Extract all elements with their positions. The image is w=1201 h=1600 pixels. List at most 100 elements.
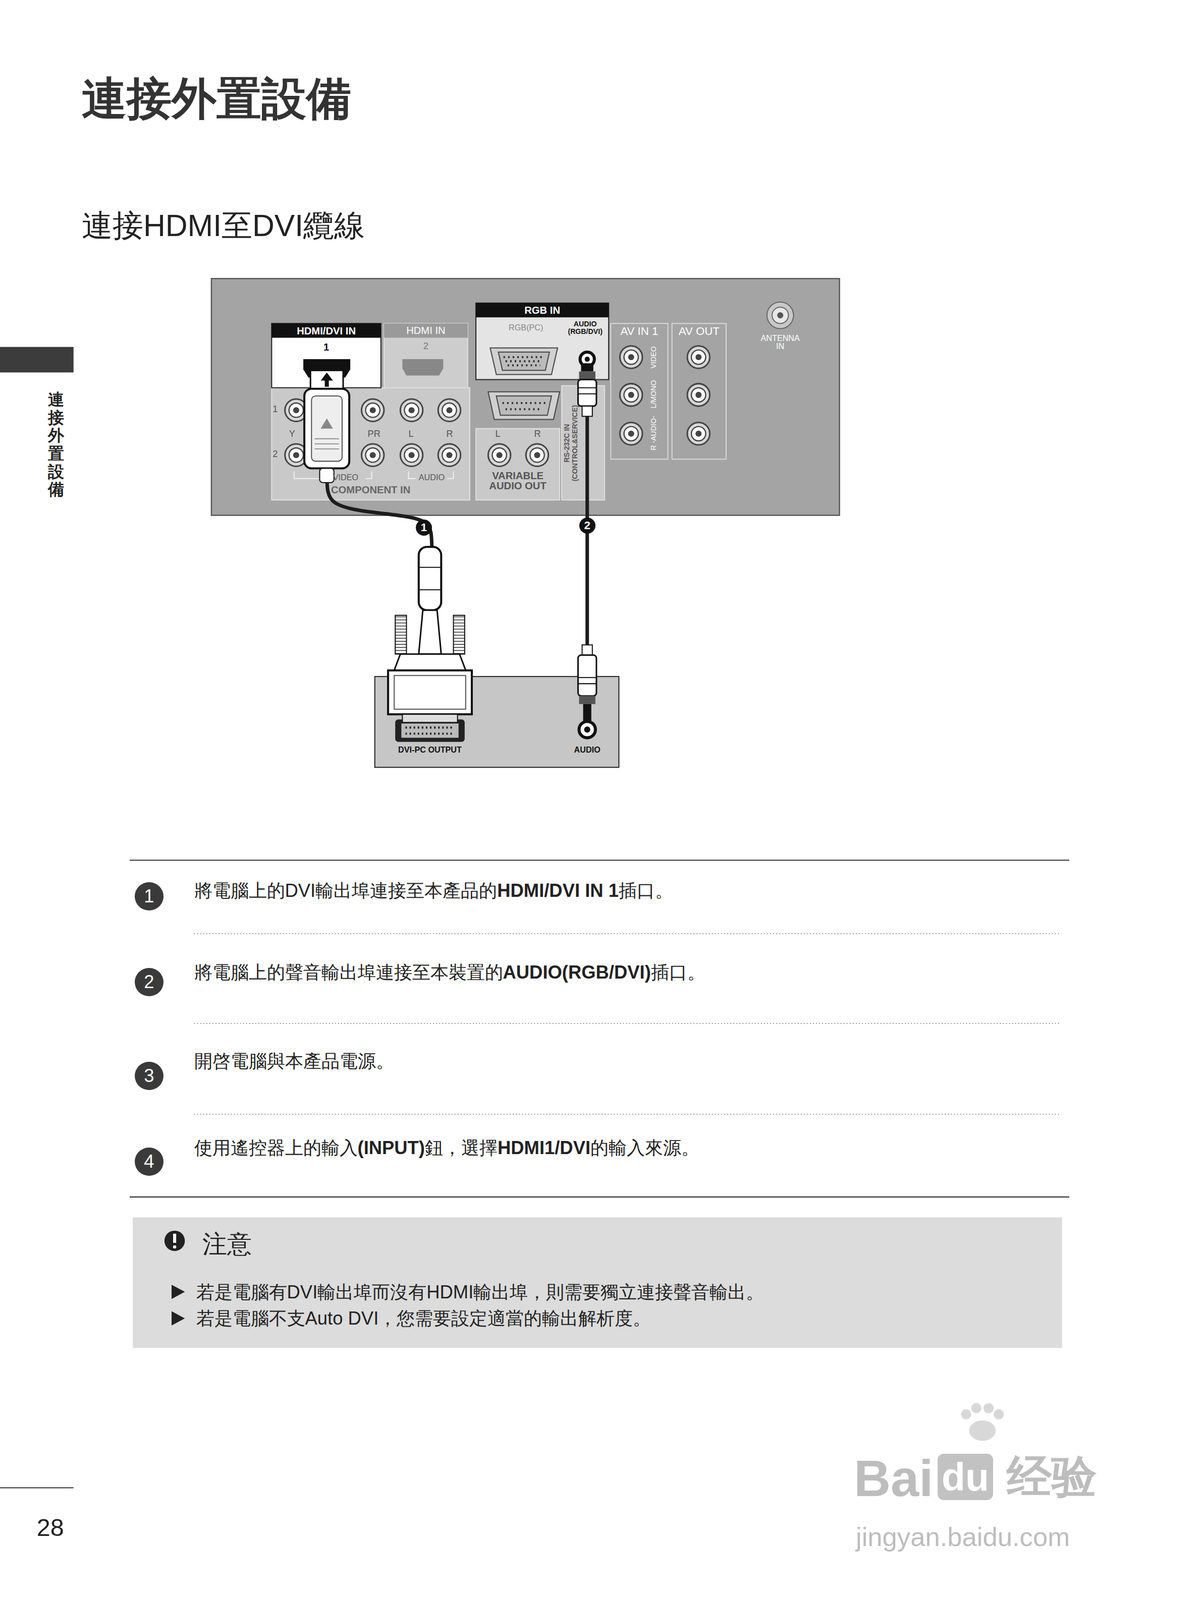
dvi-plug (418, 589, 442, 591)
port-label: AV IN 1 (610, 324, 668, 339)
step-text-bold: HDMI/DVI IN 1 (497, 880, 619, 903)
jack-group: VARIABLE AUDIO OUT (475, 428, 561, 501)
panel-ports (361, 444, 385, 467)
panel-ports (438, 444, 461, 467)
tv-back-panel (384, 323, 468, 338)
port-label: VIDEO (649, 340, 659, 375)
page-title: 連接外置設備 (81, 71, 352, 126)
audio-plug (579, 696, 596, 705)
page-rules (129, 859, 1070, 861)
port-label: AV OUT (672, 324, 727, 339)
watermark-paw (983, 1403, 994, 1414)
panel-ports (438, 399, 461, 422)
page-rules (129, 1196, 1070, 1198)
port-label: RGB IN (480, 304, 604, 317)
panel-ports (687, 346, 711, 369)
audio-plug (577, 387, 596, 389)
audio-plug (577, 677, 596, 679)
audio-plug (577, 379, 596, 407)
audio-plug (582, 406, 593, 417)
step-text-bold: AUDIO(RGB/DVI) (503, 961, 651, 985)
watermark: du (937, 1454, 994, 1501)
note-panel (173, 1234, 177, 1244)
port-group: RS-232C IN (CONTROL&SERVICE) (561, 386, 605, 501)
watermark: 经验 (1006, 1450, 1097, 1505)
step-row: 將電腦上的DVI輸出埠連接至本產品的HDMI/DVI IN 1插口。 (194, 880, 674, 903)
watermark-paw (971, 1403, 982, 1414)
tv-back-panel (271, 323, 381, 338)
dvi-plug (418, 567, 442, 569)
hdmi-plug (314, 439, 340, 450)
page-number: 28 (36, 1513, 65, 1543)
panel-ports (619, 422, 643, 446)
panel-ports (505, 360, 543, 363)
panel-ports (777, 312, 784, 319)
port-label: L (408, 428, 414, 441)
port-label: R -AUDIO- (649, 412, 659, 454)
audio-plug (577, 655, 596, 697)
port-label: AUDIO (RGB/DVI) (563, 320, 607, 336)
side-tab-text: 連接外置設備 (47, 391, 65, 500)
page-rules (194, 934, 1060, 1115)
panel-ports (507, 364, 541, 367)
dvi-plug (418, 610, 442, 655)
dvi-plug (388, 670, 472, 715)
step-text: 鈕，選擇 (424, 1137, 498, 1160)
dvi-plug (418, 547, 442, 611)
step-text: 使用遙控器上的輸入 (194, 1137, 358, 1160)
audio-plug (583, 704, 592, 722)
panel-ports (503, 357, 545, 366)
tv-back-panel (672, 323, 727, 460)
note-panel (171, 1312, 185, 1327)
group-label: VIDEO (333, 472, 359, 483)
port-label: RGB(PC) (497, 322, 555, 333)
panel-ports (294, 471, 454, 479)
port-label: PR (367, 428, 381, 441)
step-number: 1 (134, 882, 164, 912)
step-text: 的輸入來源。 (590, 1137, 700, 1160)
panel-ports (361, 399, 385, 422)
tv-back-panel (610, 323, 668, 460)
watermark-paw (969, 1421, 997, 1442)
port-label: AUDIO (566, 745, 608, 755)
hdmi-plug (314, 443, 340, 445)
port-label: COMPONENT IN (273, 483, 468, 497)
panel-ports (619, 346, 643, 369)
callout-number: 2 (579, 517, 596, 534)
panel-ports (365, 471, 372, 479)
input-box: RGB IN RGB(PC) AUDIO (RGB/DVI) (475, 303, 609, 380)
panel-ports (767, 302, 794, 330)
watermark-paw (960, 1409, 971, 1421)
page-rules (0, 347, 74, 373)
hdmi-plug (319, 468, 334, 483)
page-rules (194, 1023, 1060, 1025)
note-panel (132, 1217, 1063, 1349)
port-label: L/MONO (649, 375, 659, 413)
dvi-plug (402, 714, 458, 723)
tv-back-panel (271, 323, 381, 388)
note-panel (171, 1285, 185, 1300)
watermark-paw (993, 1409, 1004, 1421)
panel-ports (687, 422, 711, 446)
step-row: 開啓電腦與本產品電源。 (194, 1050, 395, 1073)
pc-panel (401, 723, 459, 738)
step-text: 將電腦上的聲音輸出埠連接至本裝置的 (194, 961, 504, 985)
tv-back-panel (384, 323, 468, 388)
port-label: L (495, 428, 501, 441)
dvi-plug (453, 615, 465, 655)
audio-plug (577, 683, 596, 685)
port-label: HDMI/DVI IN (272, 324, 380, 338)
panel-ports (447, 471, 454, 479)
panel-ports (487, 444, 511, 467)
input-box: HDMI/DVI IN1 (271, 323, 381, 389)
tv-back-panel (475, 303, 609, 318)
audio-plug (577, 393, 596, 395)
port-label: R (446, 428, 453, 441)
watermark-url: jingyan.baidu.com (855, 1521, 1070, 1554)
port-label: ANTENNA IN (757, 334, 803, 351)
panel-ports (489, 348, 558, 375)
watermark-paw (960, 1403, 1004, 1442)
